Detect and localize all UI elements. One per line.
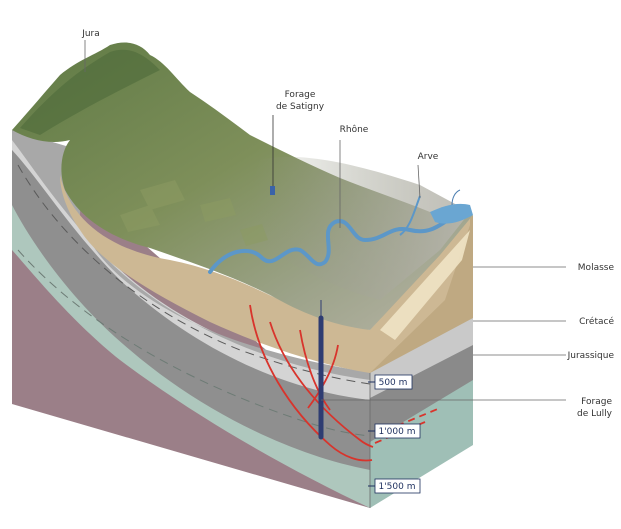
field-patches: [120, 180, 268, 246]
leader-lines: [84, 40, 566, 401]
label-forage-satigny-line2: de Satigny: [276, 102, 325, 112]
forage-satigny-well: [270, 115, 275, 195]
arve-river: [399, 195, 421, 236]
depth-label-1000: 1'000 m: [378, 427, 415, 437]
label-jurassique: Jurassique: [567, 351, 615, 361]
sand-lake-shore: [380, 230, 470, 340]
dashed-contact-line-2: [17, 249, 371, 437]
molasse-layer-front: [60, 175, 470, 373]
jurassique-layer-right: [370, 342, 473, 442]
fault-line: [307, 344, 339, 409]
rhone-river: [208, 213, 457, 274]
depth-label-1500: 1'500 m: [378, 482, 415, 492]
label-jura: Jura: [81, 29, 100, 39]
label-forage-lully-line1: Forage: [581, 397, 612, 407]
depth-marker-1500: 1'500 m: [368, 478, 421, 494]
leader-arve: [417, 164, 421, 199]
green-layer-right: [370, 378, 473, 508]
fault-line: [269, 321, 374, 448]
label-forage-satigny-line1: Forage: [285, 90, 316, 100]
jura-ridge-shading: [20, 49, 160, 135]
label-arve: Arve: [418, 152, 439, 162]
lake-leman: [430, 203, 473, 224]
depth-label-500: 500 m: [379, 378, 408, 388]
terrain-surface: [12, 42, 473, 330]
jet-deau: [451, 189, 461, 206]
label-cretace: Crétacé: [579, 316, 614, 327]
label-molasse: Molasse: [578, 263, 615, 273]
label-forage-lully-line2: de Lully: [577, 409, 613, 419]
urban-area: [251, 156, 470, 300]
fault-line: [249, 304, 373, 462]
grey-layer-top-left: [12, 130, 370, 380]
fault-line: [299, 329, 331, 411]
depth-marker-1000: 1'000 m: [368, 423, 421, 439]
depth-marker-500: 500 m: [368, 374, 413, 390]
label-rhone: Rhône: [340, 124, 369, 135]
